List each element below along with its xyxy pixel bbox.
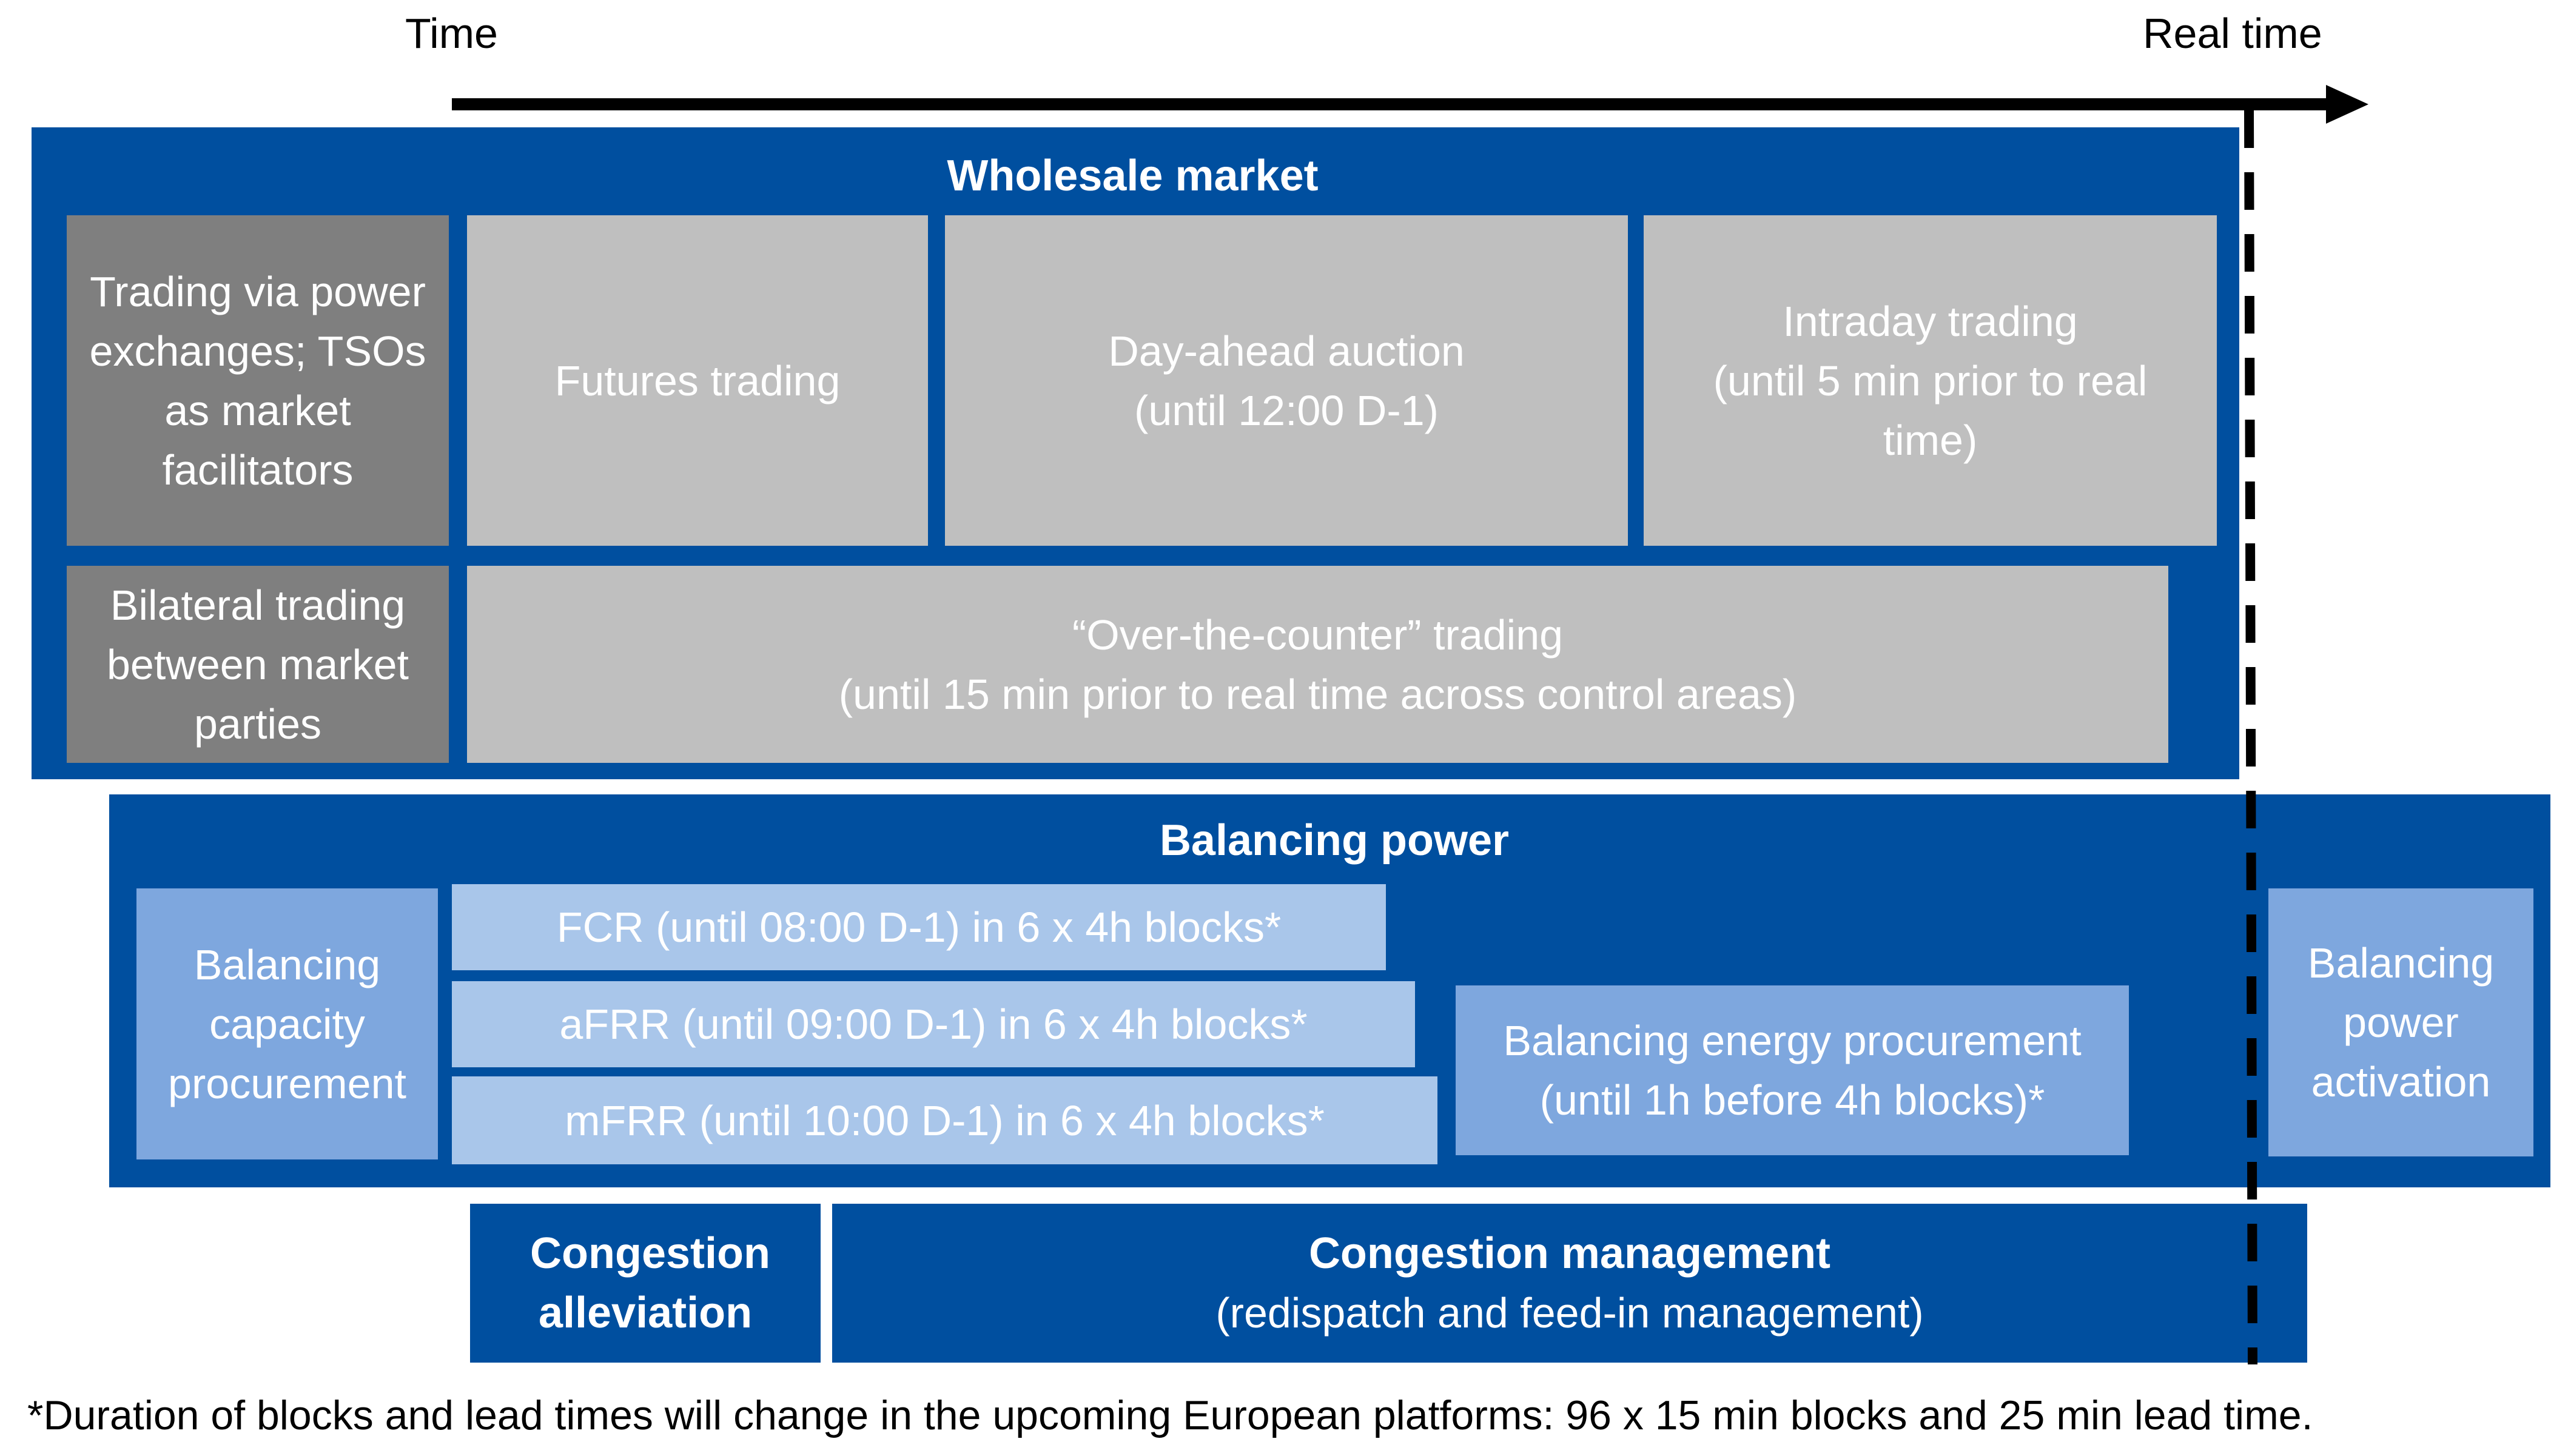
balancing-capacity-label: Balancing capacity procurement (168, 941, 406, 1107)
day-ahead-label: Day-ahead auction (1108, 327, 1465, 375)
congestion-management-box: Congestion management (redispatch and fe… (832, 1204, 2307, 1363)
congestion-management-label: Congestion management (1308, 1229, 1831, 1278)
time-label: Time (405, 10, 498, 57)
wholesale-market-title: Wholesale market (947, 152, 1319, 200)
bilateral-trading-label: Bilateral trading between market parties (106, 581, 409, 748)
day-ahead-sub: (until 12:00 D-1) (1134, 386, 1439, 434)
otc-label: “Over-the-counter” trading (1072, 611, 1564, 659)
afrr-box: aFRR (until 09:00 D-1) in 6 x 4h blocks* (452, 981, 1415, 1067)
mfrr-label: mFRR (until 10:00 D-1) in 6 x 4h blocks* (565, 1096, 1325, 1144)
footnote: *Duration of blocks and lead times will … (27, 1392, 2313, 1438)
afrr-label: aFRR (until 09:00 D-1) in 6 x 4h blocks* (559, 1001, 1308, 1048)
balancing-activation-box: Balancing power activation (2268, 888, 2533, 1156)
futures-trading-box: Futures trading (467, 215, 928, 546)
intraday-label: Intraday trading (1783, 297, 2078, 345)
bilateral-trading-box: Bilateral trading between market parties (67, 566, 449, 763)
balancing-capacity-box: Balancing capacity procurement (136, 888, 438, 1159)
balancing-energy-box: Balancing energy procurement (until 1h b… (1456, 985, 2129, 1155)
fcr-box: FCR (until 08:00 D-1) in 6 x 4h blocks* (452, 884, 1386, 970)
time-arrow-head (2326, 85, 2368, 124)
balancing-power-title: Balancing power (1159, 816, 1510, 865)
congestion-alleviation-label: Congestion alleviation (530, 1229, 770, 1337)
congestion-management-sub: (redispatch and feed-in management) (1215, 1289, 1924, 1337)
balancing-energy-label: Balancing energy procurement (1503, 1017, 2082, 1064)
intraday-sub: (until 5 min prior to real time) (1713, 357, 2148, 464)
futures-trading-label: Futures trading (554, 357, 841, 404)
otc-sub: (until 15 min prior to real time across … (838, 670, 1797, 718)
exchange-trading-label: Trading via power exchanges; TSOs as mar… (89, 267, 426, 494)
real-time-label: Real time (2143, 10, 2322, 57)
fcr-label: FCR (until 08:00 D-1) in 6 x 4h blocks* (556, 904, 1282, 951)
balancing-energy-sub: (until 1h before 4h blocks)* (1539, 1076, 2045, 1124)
mfrr-box: mFRR (until 10:00 D-1) in 6 x 4h blocks* (452, 1076, 1437, 1164)
otc-trading-box: “Over-the-counter” trading (until 15 min… (467, 566, 2168, 763)
balancing-activation-label: Balancing power activation (2307, 939, 2495, 1105)
exchange-trading-box: Trading via power exchanges; TSOs as mar… (67, 215, 449, 546)
intraday-box: Intraday trading (until 5 min prior to r… (1644, 215, 2217, 546)
day-ahead-box: Day-ahead auction (until 12:00 D-1) (945, 215, 1628, 546)
congestion-alleviation-box: Congestion alleviation (470, 1204, 821, 1363)
